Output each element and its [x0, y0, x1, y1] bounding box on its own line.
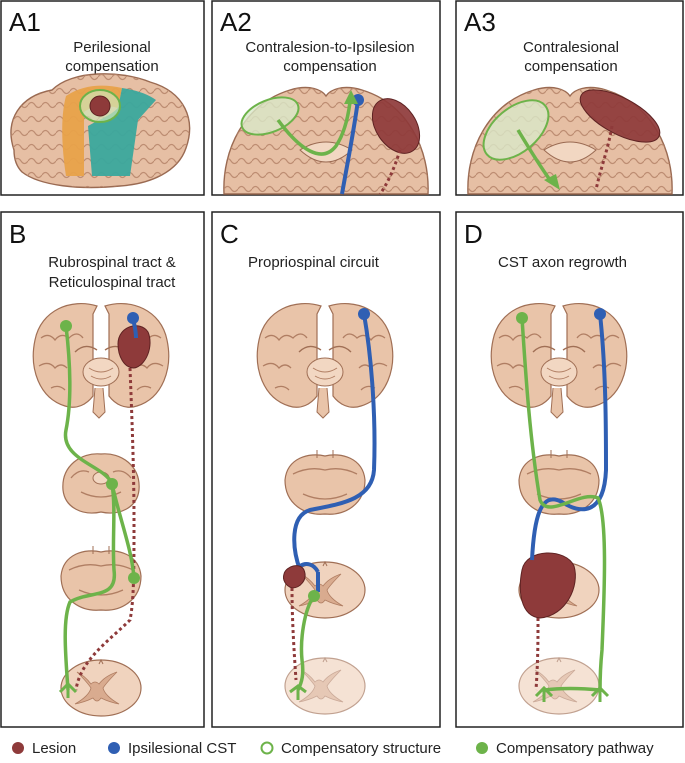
lesion-trace-a3	[594, 125, 614, 191]
panel-a3-title-line1: Contralesional	[523, 39, 619, 56]
legend-item-comp-structure: Compensatory structure	[260, 740, 441, 757]
legend: Lesion Ipsilesional CST Compensatory str…	[12, 740, 654, 757]
panel-a1-title-line1: Perilesional	[73, 39, 151, 56]
panel-a2-title-line1: Contralesion-to-Ipsilesion	[245, 39, 414, 56]
legend-label-comp-structure: Compensatory structure	[281, 740, 441, 757]
legend-swatch-cst	[108, 742, 120, 754]
medulla-section-c	[284, 449, 366, 515]
panel-a2-title-line2: compensation	[283, 58, 376, 75]
legend-label-lesion: Lesion	[32, 740, 76, 757]
cst-pathway-a2	[340, 99, 360, 195]
panel-a3-letter: A3	[464, 7, 496, 37]
comp-node-b1	[106, 478, 118, 490]
lesion-a2	[371, 98, 421, 154]
arrowhead-a3	[544, 174, 560, 190]
panel-c: C Propriospinal circuit	[211, 211, 441, 728]
comp-terminal-d1	[590, 685, 610, 702]
panel-d: D CST axon regrowth	[455, 211, 684, 728]
comp-node-c	[308, 590, 320, 602]
panel-a3-title-line2: compensation	[524, 58, 617, 75]
perilesional-teal-band	[88, 88, 156, 176]
lesion-c	[283, 565, 306, 589]
panel-d-title: CST axon regrowth	[498, 254, 627, 271]
legend-label-cst: Ipsilesional CST	[128, 740, 236, 757]
panel-a3: A3 Contralesional compensation	[455, 0, 684, 196]
cst-origin-d	[594, 308, 606, 320]
comp-terminal-b	[58, 681, 78, 698]
panel-d-letter: D	[464, 219, 483, 249]
panel-a1: A1 Perilesional compensation	[0, 0, 205, 196]
compensatory-pathway-a2	[276, 101, 352, 156]
legend-item-lesion: Lesion	[12, 740, 76, 757]
panel-b-title-line2: Reticulospinal tract	[49, 274, 177, 291]
panel-a2-letter: A2	[220, 7, 252, 37]
lateral-brain-illustration	[10, 73, 191, 189]
lumbar-spinal-section-d	[518, 657, 600, 715]
lesion-trace-d	[534, 617, 540, 691]
legend-swatch-lesion	[12, 742, 24, 754]
panel-b-letter: B	[9, 219, 26, 249]
comp-terminal-d2	[534, 685, 554, 702]
comp-origin-b	[60, 320, 72, 332]
legend-item-cst: Ipsilesional CST	[108, 740, 236, 757]
compensatory-pathway-d	[520, 317, 607, 693]
legend-label-comp-pathway: Compensatory pathway	[496, 740, 654, 757]
legend-item-comp-pathway: Compensatory pathway	[476, 740, 654, 757]
comp-terminal-c	[289, 684, 307, 700]
legend-swatch-comp-pathway	[476, 742, 488, 754]
compensatory-pathway-b	[63, 325, 117, 691]
lesion-a3	[579, 89, 661, 143]
lesion-b	[117, 325, 151, 369]
midbrain-section-b	[62, 453, 140, 514]
comp-node-b2	[128, 572, 140, 584]
legend-swatch-comp-structure	[260, 741, 274, 755]
panel-a1-letter: A1	[9, 7, 41, 37]
panel-a2: A2 Contralesion-to-Ipsilesion compensati…	[211, 0, 441, 196]
panel-c-letter: C	[220, 219, 239, 249]
lesion-a1	[89, 95, 111, 117]
lesion-d	[519, 552, 576, 619]
comp-origin-d	[516, 312, 528, 324]
compensatory-pathway-b2	[110, 483, 136, 579]
panel-a1-title-line2: compensation	[65, 58, 158, 75]
panel-c-title: Propriospinal circuit	[248, 254, 380, 271]
cst-pathway-d	[530, 313, 609, 561]
cst-pathway-c	[292, 313, 377, 592]
compensatory-pathway-c	[296, 594, 316, 691]
panel-b: B Rubrospinal tract & Reticulospinal tra…	[0, 211, 205, 728]
perilesional-orange-band	[62, 85, 122, 176]
arrowhead-a2	[344, 90, 358, 104]
compensatory-pathway-a3	[516, 129, 552, 182]
panel-b-title-line1: Rubrospinal tract &	[48, 254, 176, 271]
cst-origin-c	[358, 308, 370, 320]
cst-origin-b	[127, 312, 139, 324]
